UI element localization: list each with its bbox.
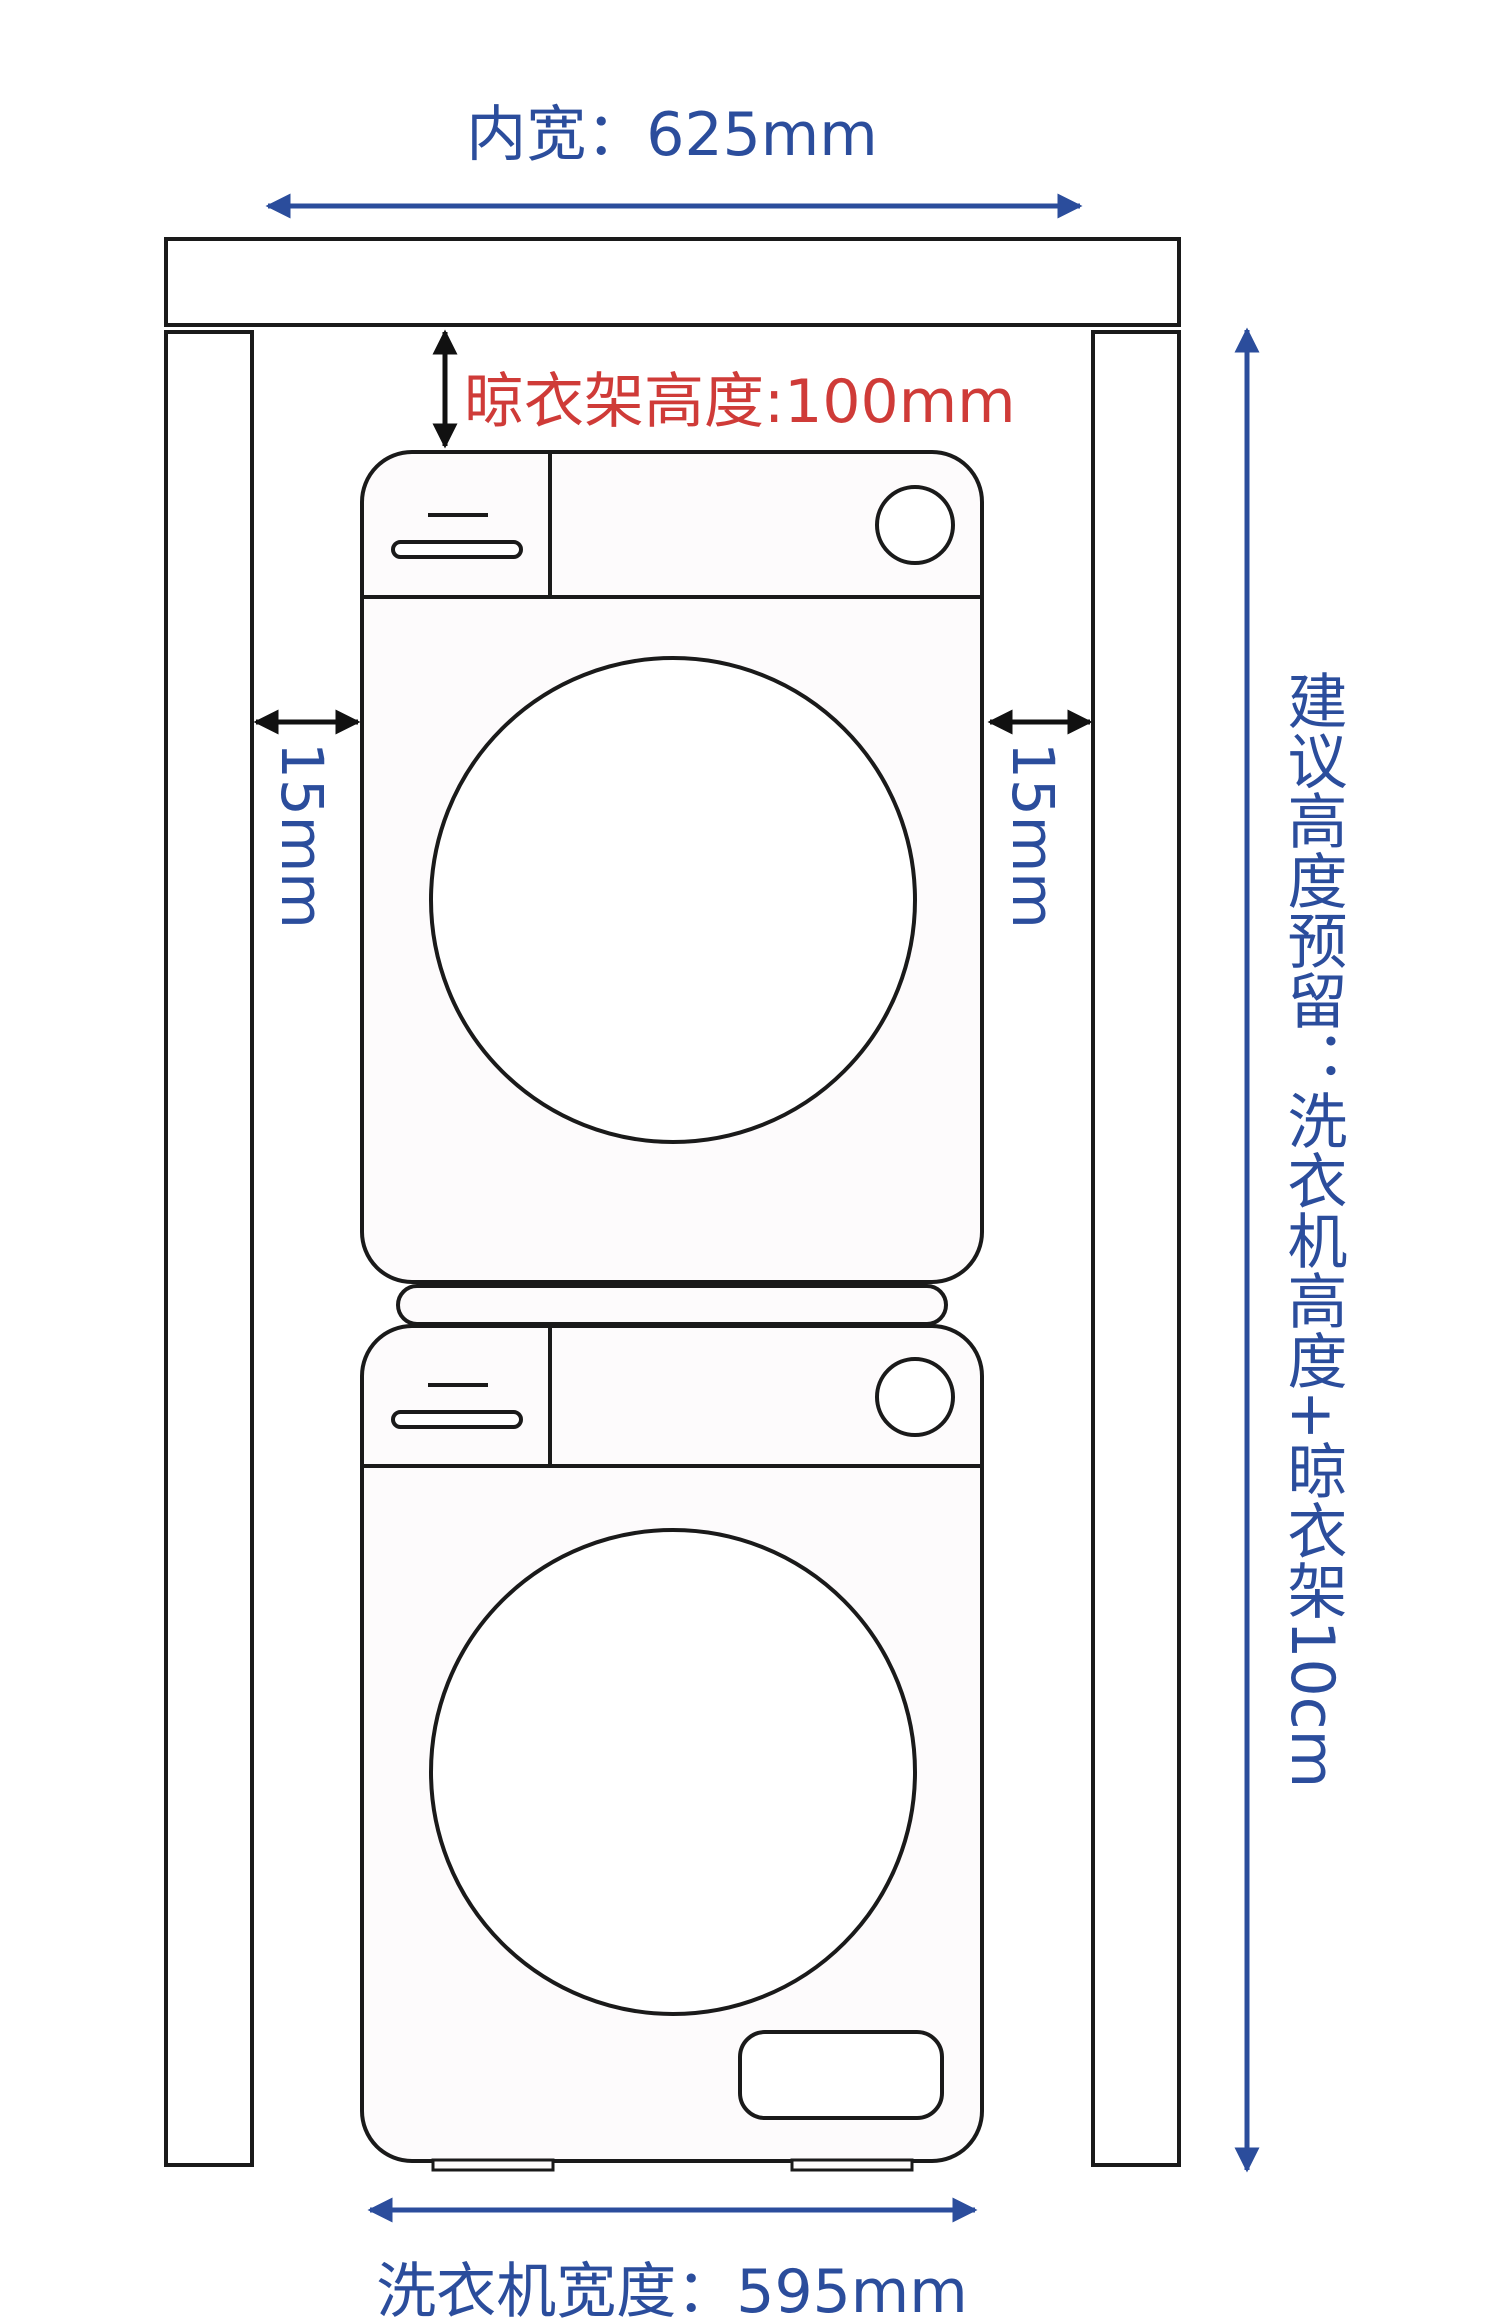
washer-width-label: 洗衣机宽度：595mm <box>376 2257 967 2322</box>
cabinet-left-panel <box>164 330 254 2167</box>
washer-detergent-drawer <box>391 1410 523 1429</box>
inner-width-label: 内宽：625mm <box>466 100 877 170</box>
washer-knob <box>875 1357 955 1437</box>
rack-height-label: 晾衣架高度:100mm <box>464 367 1016 437</box>
dryer-knob <box>875 485 955 565</box>
washer-foot-left <box>431 2158 555 2172</box>
suggested-height-label: 建议高度预留：洗衣机高度+晾衣架10cm <box>1277 670 1347 1788</box>
stacking-kit <box>396 1284 948 1326</box>
left-gap-label: 15mm <box>268 742 336 929</box>
dryer-unit <box>360 450 984 1284</box>
washer-foot-right <box>790 2158 914 2172</box>
right-gap-label: 15mm <box>999 742 1067 929</box>
cabinet-top-board <box>164 237 1181 327</box>
washer-door <box>429 1528 917 2016</box>
washer-filter-cover <box>738 2030 944 2120</box>
cabinet-right-panel <box>1091 330 1181 2167</box>
dryer-detergent-drawer <box>391 540 523 559</box>
washer-unit <box>360 1324 984 2163</box>
dryer-door <box>429 656 917 1144</box>
